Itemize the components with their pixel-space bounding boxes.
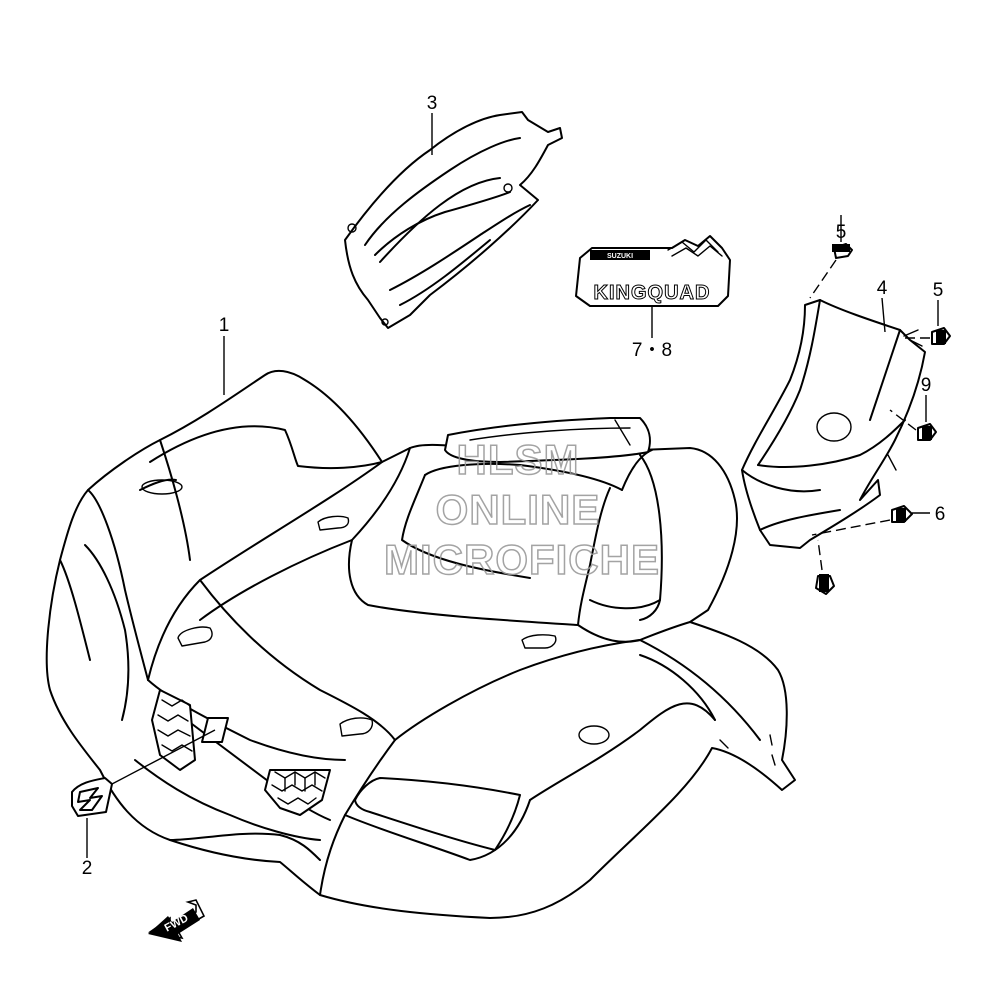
kingquad-decal-part: SUZUKI KINGQUAD	[575, 235, 731, 338]
decal-model-text: KINGQUAD	[594, 282, 711, 304]
callout-part-7-8: 7・8	[632, 340, 672, 361]
watermark-line-1: HLSM	[457, 436, 580, 483]
screw-bottom	[815, 539, 835, 595]
callout-part-4: 4	[877, 278, 888, 299]
screw-5-top	[809, 215, 853, 299]
watermark-line-2: ONLINE	[436, 486, 601, 533]
grille-mesh-left	[157, 699, 193, 752]
callout-part-6: 6	[935, 504, 946, 525]
callout-part-5-top: 5	[836, 222, 847, 243]
watermark: HLSM ONLINE MICROFICHE	[383, 435, 660, 584]
callout-part-2: 2	[82, 858, 93, 879]
suzuki-emblem-part	[71, 729, 216, 858]
side-cover-part	[344, 111, 563, 329]
right-side-cover-part	[741, 297, 926, 549]
callout-part-3: 3	[427, 93, 438, 114]
screw-9	[889, 395, 937, 441]
callout-part-9: 9	[921, 375, 932, 396]
screw-5-right	[905, 300, 951, 345]
decal-brand-band	[590, 250, 650, 260]
grille-mesh-right	[271, 771, 326, 805]
callout-labels: 1 2 3 4 5 5 6 7・8 9	[82, 93, 946, 879]
callout-part-5-right: 5	[933, 280, 944, 301]
decal-brand-text: SUZUKI	[607, 253, 633, 260]
callout-part-1: 1	[219, 315, 230, 336]
watermark-line-3: MICROFICHE	[384, 536, 660, 583]
forward-arrow: FWD	[147, 899, 206, 942]
front-fender-part	[45, 369, 796, 919]
clip-6	[811, 505, 930, 536]
